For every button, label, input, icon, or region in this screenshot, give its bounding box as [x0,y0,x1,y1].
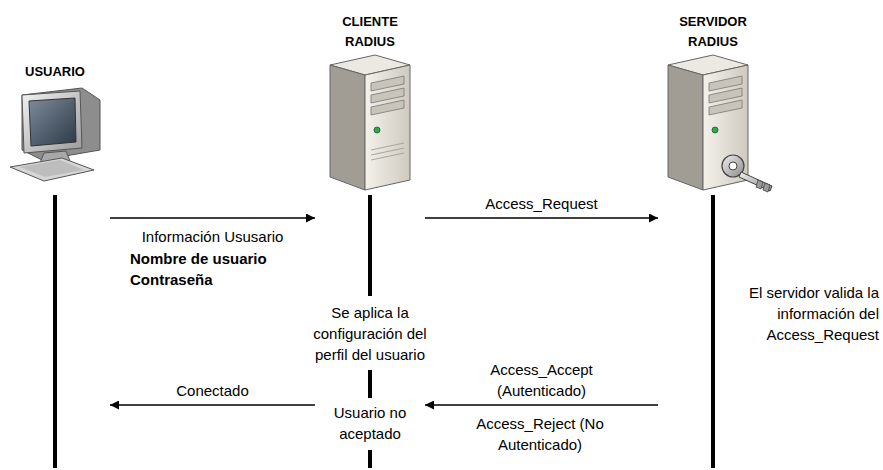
message-label: Access_Request [442,193,642,214]
note-text: Contraseña [130,269,330,290]
note-text: El servidor valida la información del Ac… [744,282,879,345]
message-label: Información Ususario [103,226,323,247]
lifeline [55,195,713,468]
note-text: Access_Reject (No Autenticado) [476,413,604,455]
message-arrow [110,404,315,405]
server-icon [668,55,748,190]
note-text: Usuario no aceptado [320,402,420,444]
participant-name: USUARIO [25,62,85,82]
computer-icon [10,88,100,181]
key-icon [722,155,772,192]
participant-column: USUARIO [0,8,110,468]
participant-column: CLIENTE RADIUS [315,8,425,468]
participant-name: CLIENTE RADIUS [325,12,415,52]
message-arrow [110,217,315,218]
note-text: Se aplica la configuración del perfil de… [295,302,445,365]
message-label: Conectado [153,380,273,401]
participant-column: SERVIDOR RADIUS [658,8,768,468]
message-arrow [425,404,658,405]
message-arrow [425,217,658,218]
note-text: Nombre de usuario [130,248,330,269]
message-label: Access_Accept (Autenticado) [477,359,607,401]
server-icon [330,55,410,190]
participant-name: SERVIDOR RADIUS [668,12,758,52]
